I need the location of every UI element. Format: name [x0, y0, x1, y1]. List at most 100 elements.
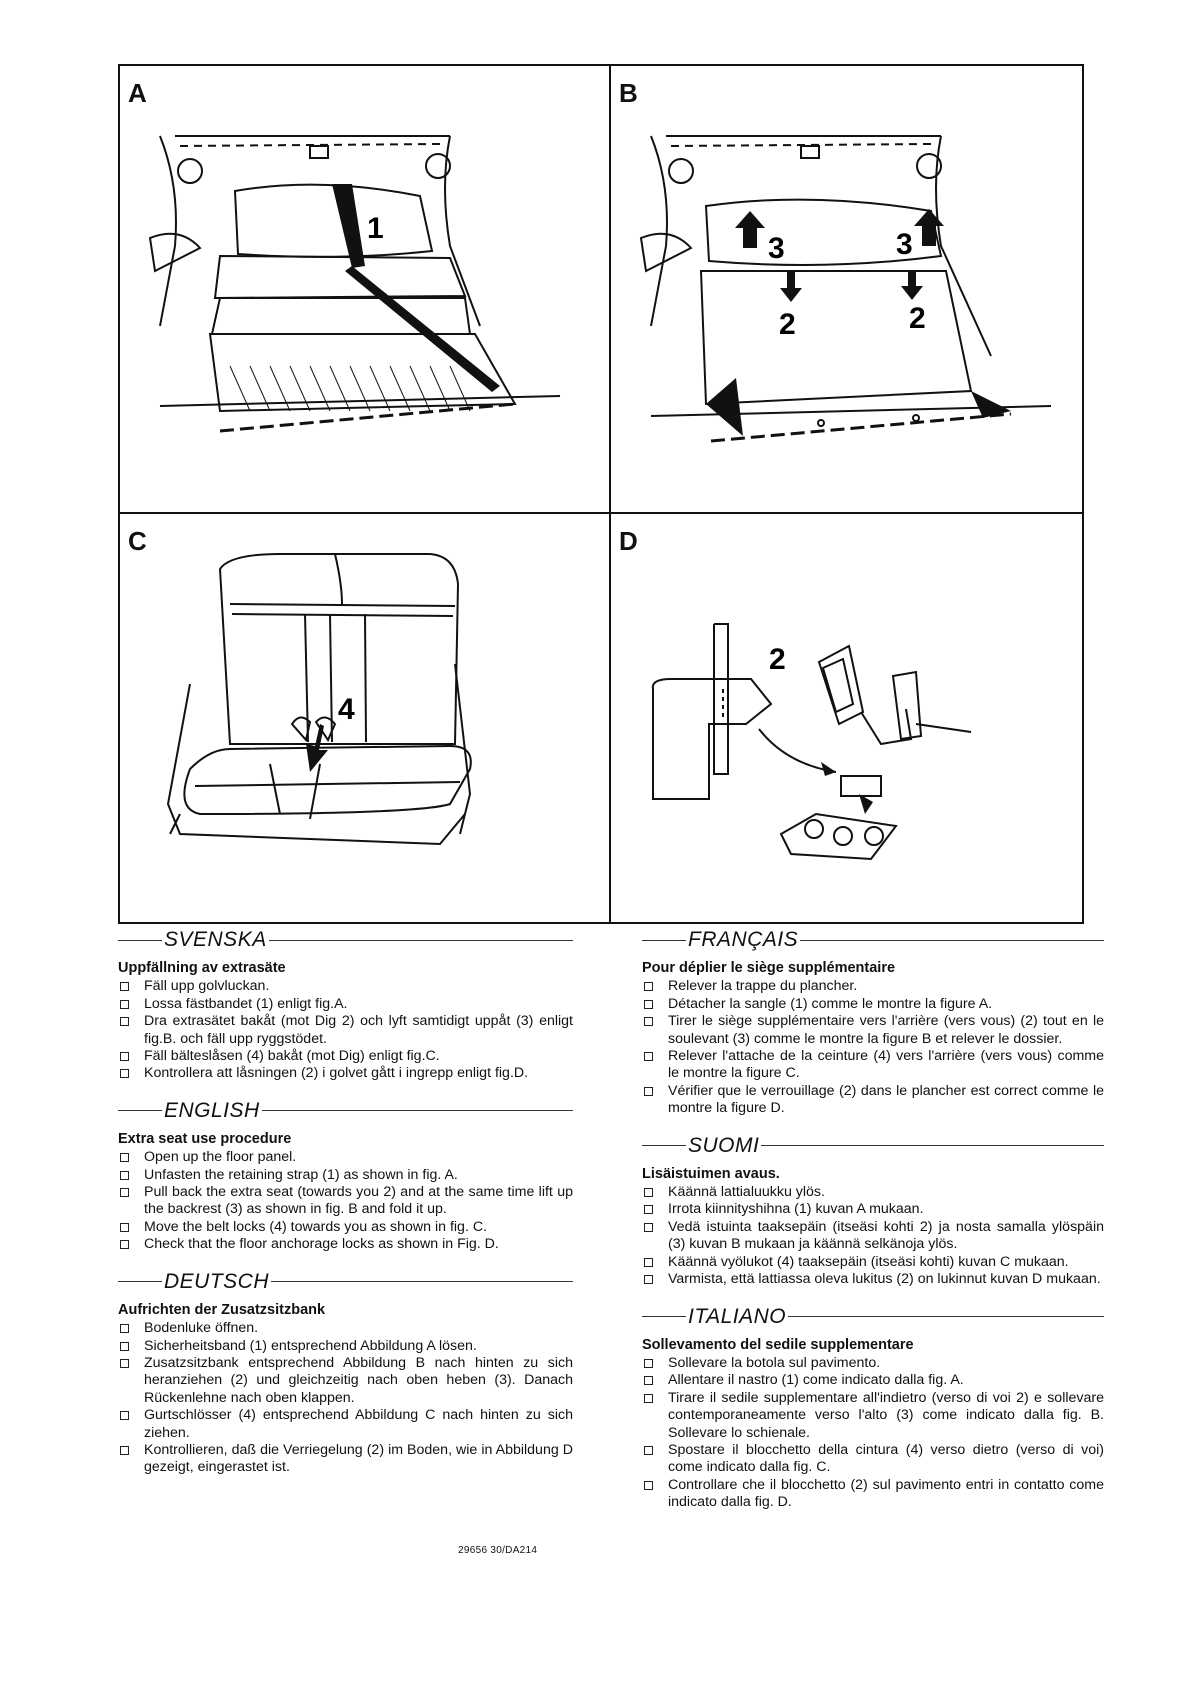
list-item: Détacher la sangle (1) comme le montre l…: [642, 996, 1104, 1013]
section-title: Sollevamento del sedile supplementare: [642, 1336, 914, 1353]
section-title: Pour déplier le siège supplémentaire: [642, 960, 896, 976]
steps-list: Relever la trappe du plancher. Détacher …: [642, 978, 1104, 1117]
list-item: Vérifier que le verrouillage (2) dans le…: [642, 1083, 1104, 1118]
panel-letter-d: D: [619, 526, 638, 556]
list-item: Gurtschlösser (4) entsprechend Abbildung…: [118, 1407, 573, 1442]
checkbox-icon: [120, 1222, 129, 1232]
illustration-folded-seat-strap: 1: [148, 135, 561, 433]
figure-panel-b: 3 3 2 2 B: [611, 66, 1084, 512]
checkbox-icon: [120, 1341, 129, 1351]
panel-letter-c: C: [128, 526, 147, 556]
language-heading-svenska: SVENSKA: [118, 928, 573, 952]
checkbox-icon: [120, 999, 129, 1009]
language-heading-english: ENGLISH: [118, 1099, 573, 1123]
callout-1: 1: [367, 212, 384, 245]
list-item: Zusatzsitzbank entsprechend Abbildung B …: [118, 1355, 573, 1407]
checkbox-icon: [120, 1052, 129, 1062]
section-francais: FRANÇAIS Pour déplier le siège supplémen…: [642, 928, 1104, 1118]
callout-3-left: 3: [768, 232, 785, 265]
illustration-floor-anchorage-lock: 2: [651, 623, 972, 861]
figure-panel-c: 4 C: [120, 514, 609, 924]
steps-list: Fäll upp golvluckan. Lossa fästbandet (1…: [118, 978, 573, 1082]
checkbox-icon: [644, 999, 653, 1009]
checkbox-icon: [120, 1170, 129, 1180]
checkbox-icon: [644, 1052, 653, 1062]
section-title: Extra seat use procedure: [118, 1130, 292, 1147]
list-item: Allentare il nastro (1) come indicato da…: [642, 1372, 1104, 1389]
list-item: Pull back the extra seat (towards you 2)…: [118, 1184, 573, 1219]
checkbox-icon: [644, 1358, 653, 1368]
list-item: Move the belt locks (4) towards you as s…: [118, 1219, 573, 1236]
list-item: Unfasten the retaining strap (1) as show…: [118, 1167, 573, 1184]
checkbox-icon: [120, 1445, 129, 1455]
list-item: Open up the floor panel.: [118, 1149, 573, 1166]
checkbox-icon: [644, 1480, 653, 1490]
checkbox-icon: [120, 982, 129, 992]
callout-2-left: 2: [779, 308, 796, 341]
figure-panel-a: 1 A: [120, 66, 609, 512]
checkbox-icon: [644, 1376, 653, 1386]
callout-2-right: 2: [909, 302, 926, 335]
checkbox-icon: [120, 1240, 129, 1250]
list-item: Relever l'attache de la ceinture (4) ver…: [642, 1048, 1104, 1083]
section-title: Lisäistuimen avaus.: [642, 1165, 780, 1182]
checkbox-icon: [644, 1188, 653, 1198]
text-column-left: SVENSKA Uppfällning av extrasäte Fäll up…: [118, 928, 573, 1493]
section-suomi: SUOMI Lisäistuimen avaus. Käännä lattial…: [642, 1134, 1104, 1289]
list-item: Fäll upp golvluckan.: [118, 978, 573, 995]
checkbox-icon: [120, 1017, 129, 1027]
list-item: Sicherheitsband (1) entsprechend Abbildu…: [118, 1338, 573, 1355]
list-item: Tirare il sedile supplementare all'indie…: [642, 1390, 1104, 1442]
checkbox-icon: [120, 1069, 129, 1079]
grid-divider-vertical: [609, 66, 611, 922]
callout-2: 2: [769, 643, 786, 676]
list-item: Check that the floor anchorage locks as …: [118, 1236, 573, 1253]
section-title: Aufrichten der Zusatzsitzbank: [118, 1301, 326, 1318]
section-svenska: SVENSKA Uppfällning av extrasäte Fäll up…: [118, 928, 573, 1083]
section-deutsch: DEUTSCH Aufrichten der Zusatzsitzbank Bo…: [118, 1270, 573, 1477]
callout-4: 4: [338, 693, 355, 726]
list-item: Irrota kiinnityshihna (1) kuvan A mukaan…: [642, 1201, 1104, 1218]
illustration-unfolded-seat-belt-locks: 4: [166, 553, 472, 846]
list-item: Fäll bälteslåsen (4) bakåt (mot Dig) enl…: [118, 1048, 573, 1065]
checkbox-icon: [120, 1324, 129, 1334]
language-heading-italiano: ITALIANO: [642, 1305, 1104, 1329]
checkbox-icon: [120, 1153, 129, 1163]
steps-list: Bodenluke öffnen. Sicherheitsband (1) en…: [118, 1320, 573, 1477]
grid-divider-horizontal: [120, 512, 1082, 514]
list-item: Tirer le siège supplémentaire vers l'arr…: [642, 1013, 1104, 1048]
language-heading-suomi: SUOMI: [642, 1134, 1104, 1158]
illustration-pull-back-seat: 3 3 2 2: [639, 135, 1052, 443]
steps-list: Sollevare la botola sul pavimento. Allen…: [642, 1355, 1104, 1512]
list-item: Käännä lattialuukku ylös.: [642, 1184, 1104, 1201]
list-item: Varmista, että lattiassa oleva lukitus (…: [642, 1271, 1104, 1288]
checkbox-icon: [120, 1358, 129, 1368]
text-column-right: FRANÇAIS Pour déplier le siège supplémen…: [642, 928, 1104, 1528]
panel-letter-b: B: [619, 78, 638, 108]
checkbox-icon: [644, 1257, 653, 1267]
list-item: Relever la trappe du plancher.: [642, 978, 1104, 995]
section-english: ENGLISH Extra seat use procedure Open up…: [118, 1099, 573, 1254]
document-code: 29656 30/DA214: [458, 1545, 538, 1556]
checkbox-icon: [120, 1411, 129, 1421]
list-item: Kontrollieren, daß die Verriegelung (2) …: [118, 1442, 573, 1477]
list-item: Vedä istuinta taaksepäin (itseäsi kohti …: [642, 1219, 1104, 1254]
figure-grid: 1 A: [118, 64, 1084, 924]
steps-list: Käännä lattialuukku ylös. Irrota kiinnit…: [642, 1184, 1104, 1288]
list-item: Dra extrasätet bakåt (mot Dig 2) och lyf…: [118, 1013, 573, 1048]
language-heading-deutsch: DEUTSCH: [118, 1270, 573, 1294]
steps-list: Open up the floor panel. Unfasten the re…: [118, 1149, 573, 1253]
checkbox-icon: [644, 982, 653, 992]
list-item: Spostare il blocchetto della cintura (4)…: [642, 1442, 1104, 1477]
checkbox-icon: [644, 1222, 653, 1232]
checkbox-icon: [644, 1393, 653, 1403]
callout-3-right: 3: [896, 228, 913, 261]
checkbox-icon: [644, 1017, 653, 1027]
checkbox-icon: [120, 1188, 129, 1198]
checkbox-icon: [644, 1275, 653, 1285]
list-item: Lossa fästbandet (1) enligt fig.A.: [118, 996, 573, 1013]
checkbox-icon: [644, 1445, 653, 1455]
section-italiano: ITALIANO Sollevamento del sedile supplem…: [642, 1305, 1104, 1512]
list-item: Käännä vyölukot (4) taaksepäin (itseäsi …: [642, 1254, 1104, 1271]
list-item: Bodenluke öffnen.: [118, 1320, 573, 1337]
